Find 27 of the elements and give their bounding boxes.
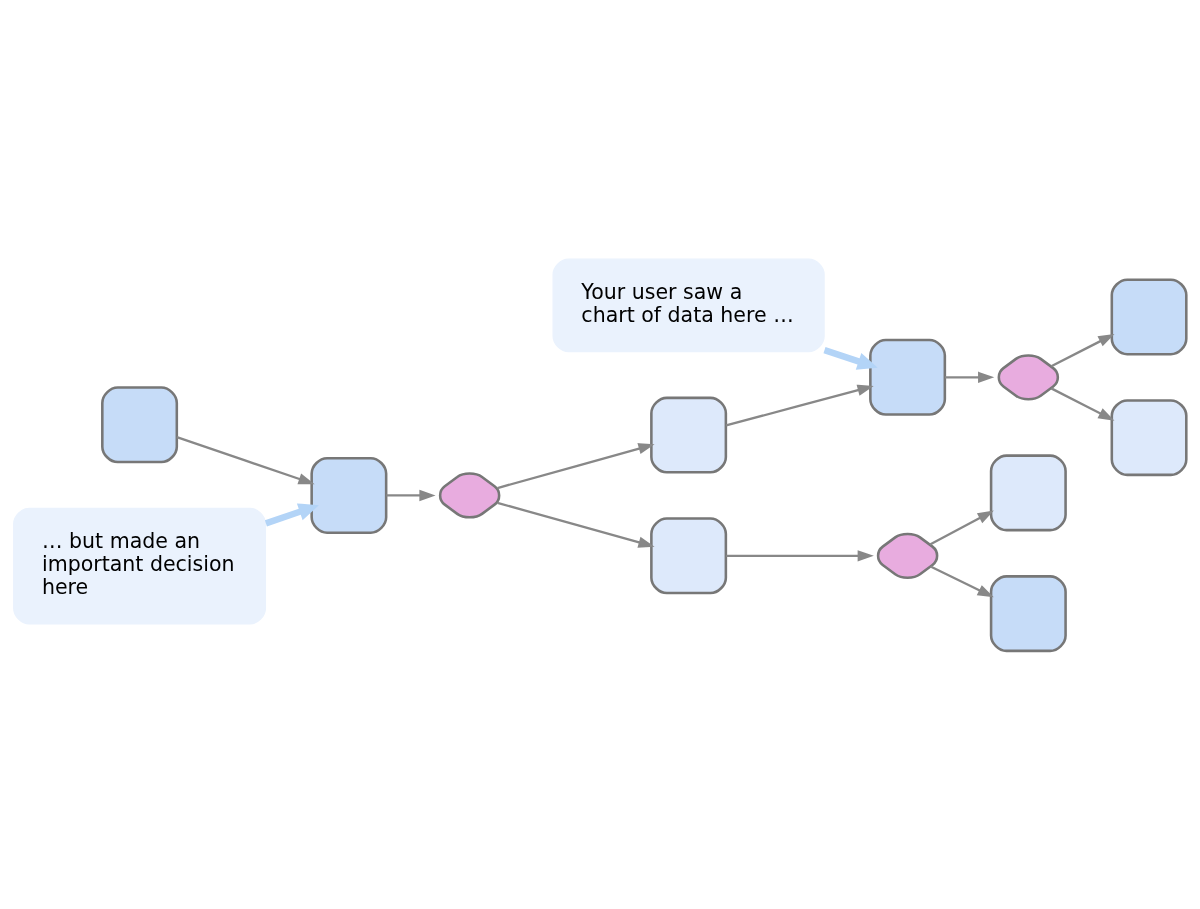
- node-box: [1110, 277, 1188, 355]
- node-box: [1110, 398, 1188, 476]
- node-box: [650, 396, 728, 474]
- node-diamond: [438, 471, 501, 519]
- arrow: [823, 346, 878, 370]
- arrow: [497, 442, 655, 489]
- node-box: [101, 385, 179, 463]
- arrow: [264, 502, 319, 526]
- node-box: [310, 456, 388, 534]
- node-diamond: [997, 353, 1060, 400]
- arrow: [176, 435, 315, 484]
- node-box: [989, 453, 1067, 531]
- arrow: [725, 384, 874, 427]
- node-box: [989, 574, 1067, 652]
- arrow: [930, 564, 994, 597]
- arrow: [1050, 386, 1115, 421]
- node-diamond: [876, 532, 939, 579]
- arrow: [497, 501, 655, 548]
- arrow: [1050, 333, 1115, 367]
- arrow: [945, 371, 995, 383]
- node-box: … but made an important decision here: [13, 507, 267, 625]
- arrow: [726, 549, 874, 561]
- node-box: [869, 338, 947, 416]
- node-box: Your user saw a chart of data here …: [552, 258, 825, 352]
- arrow: [929, 510, 994, 546]
- arrow: [386, 489, 436, 501]
- node-box: [650, 516, 728, 594]
